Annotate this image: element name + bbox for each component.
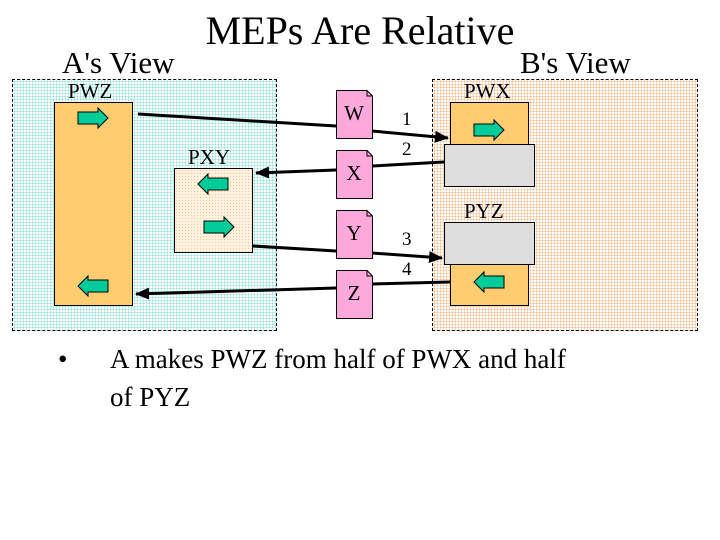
arrow-w-to-pwx — [371, 129, 449, 143]
line-pwx-to-x — [371, 160, 445, 168]
message-z-letter: Z — [347, 281, 361, 305]
sequence-number-4: 4 — [402, 259, 412, 280]
arrow-right-icon — [203, 215, 235, 239]
arrow-left-icon — [473, 270, 505, 294]
message-w: W — [336, 90, 373, 139]
pwz-endpoint — [54, 102, 133, 306]
pwx-label: PWX — [464, 79, 511, 103]
arrow-right-icon — [77, 106, 109, 130]
arrow-left-icon — [197, 172, 229, 196]
arrow-left-icon — [77, 274, 109, 298]
sequence-number-2: 2 — [402, 139, 412, 160]
pwx-grey-half — [444, 144, 535, 187]
document-icon — [336, 270, 373, 319]
message-x: X — [336, 150, 373, 199]
pwz-label: PWZ — [68, 79, 113, 103]
line-pyz-to-z — [371, 280, 451, 286]
message-w-letter: W — [344, 101, 364, 125]
line-pxy-to-y — [252, 244, 337, 253]
document-icon — [336, 210, 373, 259]
line-pwz-to-w — [137, 112, 337, 128]
arrow-x-to-pxy — [255, 166, 337, 179]
sequence-number-3: 3 — [402, 229, 412, 250]
bullet-text-line-1: A makes PWZ from half of PWX and half — [110, 344, 566, 374]
pyz-grey-half — [444, 222, 535, 265]
message-z: Z — [336, 270, 373, 319]
arrow-right-icon — [473, 118, 505, 142]
b-view-label: B's View — [520, 45, 631, 80]
document-icon — [336, 150, 373, 199]
message-x-letter: X — [346, 161, 362, 185]
pxy-label: PXY — [188, 145, 231, 169]
arrow-z-to-pwz — [135, 286, 337, 300]
pyz-label: PYZ — [464, 199, 504, 223]
sequence-number-1: 1 — [402, 109, 412, 130]
a-view-label: A's View — [62, 45, 175, 80]
bullet-marker: • — [58, 344, 68, 374]
message-y-letter: Y — [346, 221, 362, 245]
arrow-y-to-pyz — [371, 251, 443, 264]
bullet-text-line-2: of PYZ — [110, 382, 191, 412]
document-icon — [336, 90, 373, 139]
message-y: Y — [336, 210, 373, 259]
slide-title: MEPs Are Relative — [205, 8, 515, 53]
